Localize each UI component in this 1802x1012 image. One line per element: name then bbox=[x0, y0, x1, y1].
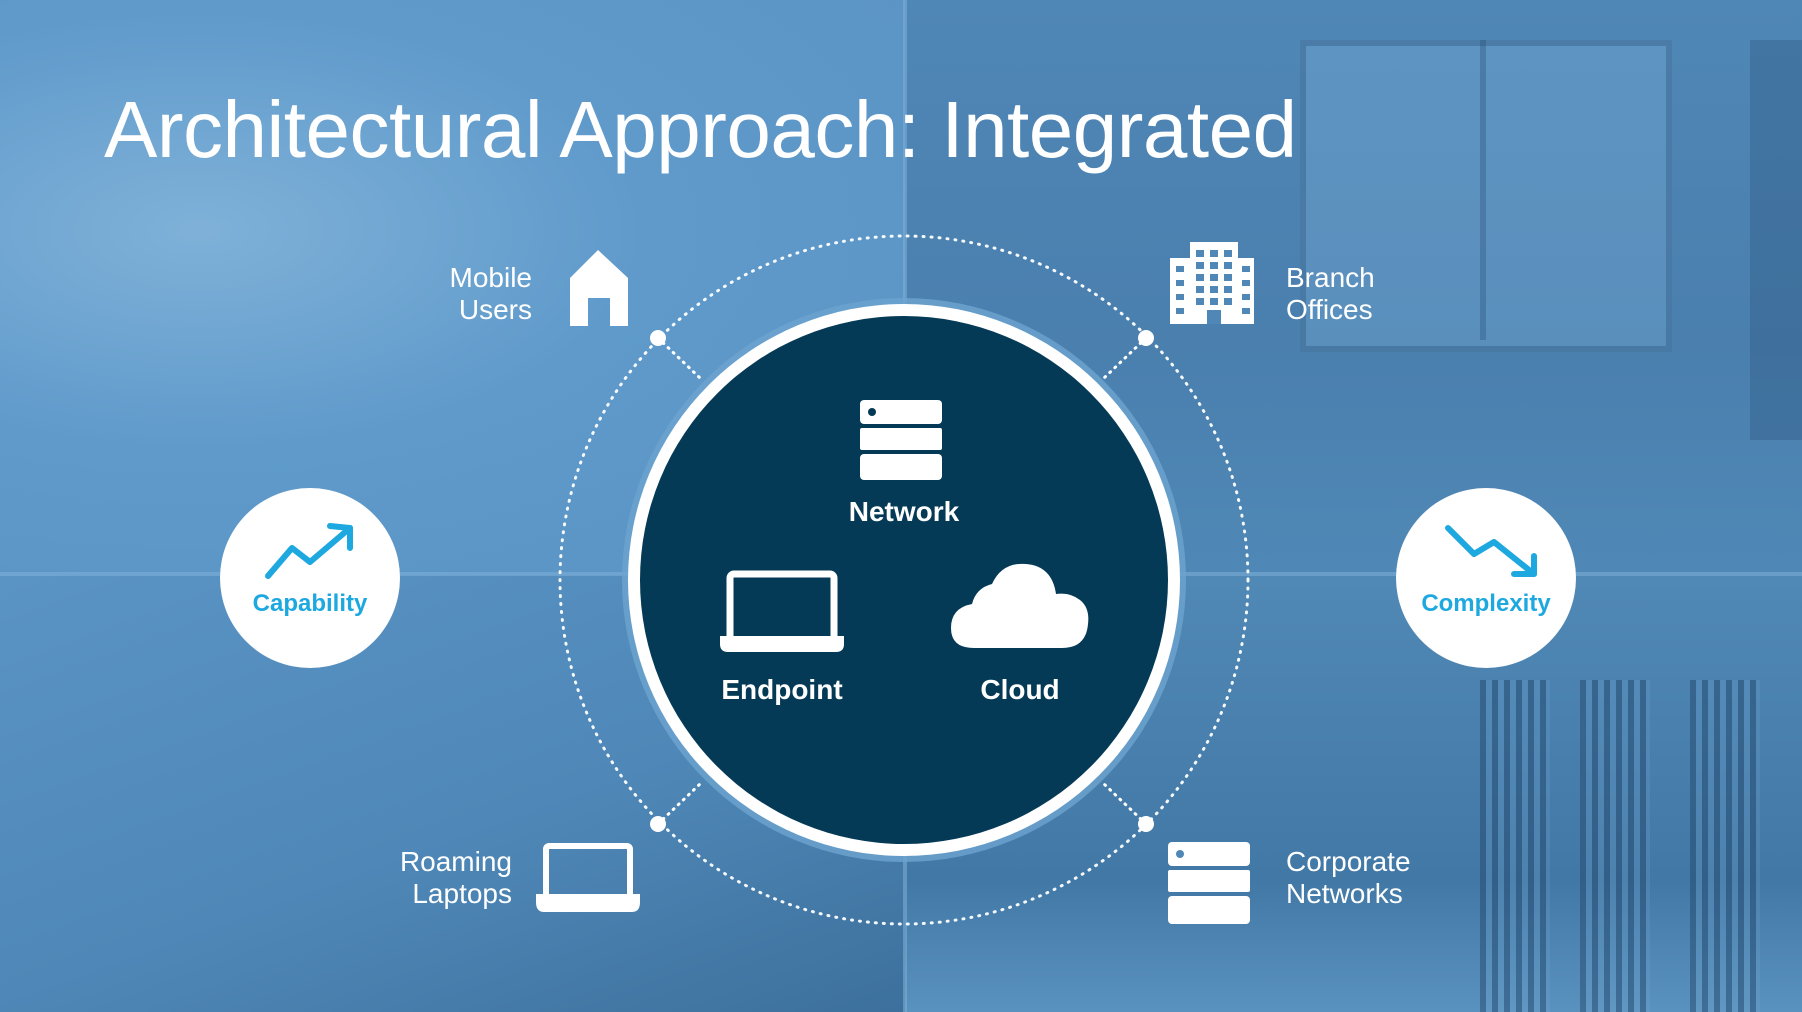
core-label-network: Network bbox=[848, 496, 960, 527]
complexity-label: Complexity bbox=[1421, 590, 1551, 617]
mobile-users-label-line1: Mobile bbox=[449, 262, 532, 293]
core-circle bbox=[640, 316, 1168, 844]
spoke-line-mobile-users bbox=[656, 336, 702, 380]
roaming-laptops-label-line1: Roaming bbox=[399, 846, 512, 877]
background-window bbox=[1300, 40, 1672, 352]
node-dot-mobile-users bbox=[650, 330, 666, 346]
corporate-networks-label-line1: Corporate bbox=[1286, 846, 1411, 877]
spoke-line-roaming-laptops bbox=[656, 782, 702, 826]
branch-offices-label-line2: Offices bbox=[1286, 294, 1373, 325]
roaming-laptops-label-line2: Laptops bbox=[412, 878, 512, 909]
core-label-cloud: Cloud bbox=[980, 674, 1060, 705]
cloud-icon bbox=[951, 563, 1089, 648]
orbit-ring bbox=[558, 234, 1250, 926]
background-window-divider bbox=[1480, 40, 1486, 340]
laptop-icon bbox=[720, 570, 844, 652]
branch-offices-label-line1: Branch bbox=[1286, 262, 1375, 293]
spoke-line-corporate-networks bbox=[1102, 782, 1148, 826]
slide-title: Architectural Approach: Integrated bbox=[104, 85, 1297, 174]
node-dot-roaming-laptops bbox=[650, 816, 666, 832]
laptop-icon bbox=[536, 843, 640, 912]
roaming-laptops-label: Roaming Laptops bbox=[340, 846, 512, 910]
trend-down-arrow-icon bbox=[1445, 525, 1537, 577]
node-dot-corporate-networks bbox=[1138, 816, 1154, 832]
branch-offices-label: Branch Offices bbox=[1286, 262, 1466, 326]
server-icon bbox=[1168, 842, 1250, 924]
spoke-line-branch-offices bbox=[1102, 336, 1148, 380]
capability-badge bbox=[220, 488, 400, 668]
core-label-endpoint: Endpoint bbox=[721, 674, 843, 705]
house-icon bbox=[570, 250, 628, 326]
background-server-rack bbox=[1690, 680, 1760, 1012]
background-server-rack bbox=[1580, 680, 1650, 1012]
server-icon bbox=[860, 400, 942, 480]
capability-label: Capability bbox=[252, 590, 368, 617]
office-building-icon bbox=[1170, 242, 1254, 324]
node-dot-branch-offices bbox=[1138, 330, 1154, 346]
mobile-users-label: Mobile Users bbox=[380, 262, 532, 326]
corporate-networks-label: Corporate Networks bbox=[1286, 846, 1486, 910]
trend-up-arrow-icon bbox=[265, 523, 353, 579]
background-server-rack bbox=[1480, 680, 1550, 1012]
background-pillar bbox=[1750, 40, 1802, 440]
corporate-networks-label-line2: Networks bbox=[1286, 878, 1403, 909]
mobile-users-label-line2: Users bbox=[458, 294, 532, 325]
complexity-badge bbox=[1396, 488, 1576, 668]
